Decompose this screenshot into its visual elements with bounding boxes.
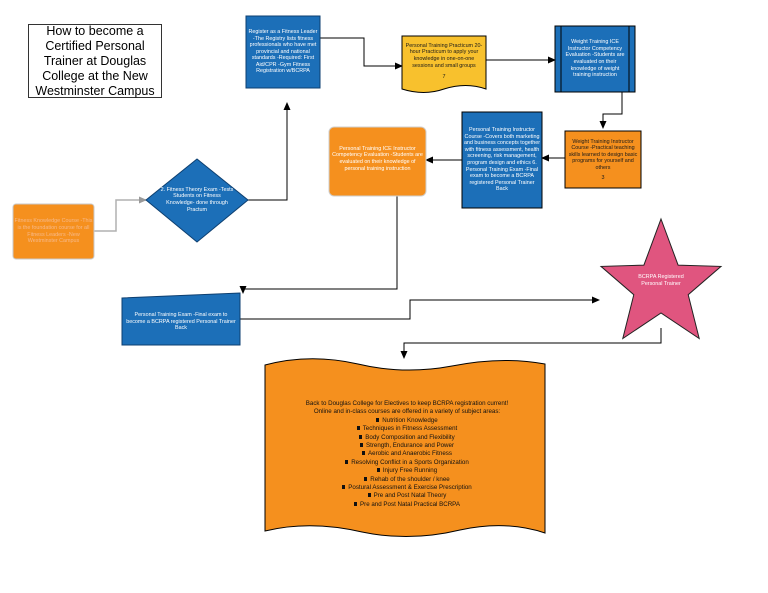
- weight-training-course-label: Weight Training Instructor Course -Pract…: [568, 138, 638, 171]
- weight-training-ice-node: [554, 25, 636, 93]
- practicum-document-node: [401, 35, 487, 93]
- pt-exam-node: [121, 292, 241, 346]
- theory-exam-label: 2. Fitness Theory Exam -Tests Students o…: [160, 186, 234, 213]
- bullet-icon: [342, 485, 346, 490]
- weight-training-course-node: [564, 130, 642, 189]
- fitness-knowledge-node: [12, 203, 95, 260]
- elective-item: Postural Assessment & Exercise Prescript…: [282, 484, 532, 492]
- connector-theory-to-register: [248, 102, 291, 201]
- elective-item: Body Composition and Flexibility: [282, 434, 532, 442]
- bullet-icon: [356, 426, 360, 431]
- elective-item: Aerobic and Anaerobic Fitness: [282, 450, 532, 458]
- elective-item: Strength, Endurance and Power: [282, 442, 532, 450]
- weight-training-ice-label: Weight Training ICE Instructor Competenc…: [565, 39, 625, 79]
- elective-item: Resolving Conflict in a Sports Organizat…: [282, 459, 532, 467]
- weight-training-course-number: 3: [601, 174, 605, 181]
- bullet-icon: [364, 476, 368, 481]
- diagram-title: How to become a Certified Personal Train…: [28, 24, 162, 98]
- register-node: [245, 15, 321, 89]
- pt-exam-label: Personal Training Exam -Final exam to be…: [126, 312, 236, 332]
- bullet-icon: [376, 468, 380, 473]
- practicum-number: 7: [442, 73, 446, 80]
- connector-pt-ice-to-pt-exam: [239, 196, 398, 294]
- connector-weight-ice-to-weight-course: [599, 92, 623, 129]
- connector-pt-exam-to-bcrpa: [240, 296, 600, 320]
- bcrpa-star: [599, 217, 723, 340]
- electives-intro-2: Online and in-class courses are offered …: [313, 408, 501, 416]
- connector-register-to-practicum: [320, 37, 403, 70]
- elective-item: Pre and Post Natal Practical BCRPA: [282, 501, 532, 509]
- elective-item: Rehab of the shoulder / knee: [282, 476, 532, 484]
- elective-item: Techniques in Fitness Assessment: [282, 425, 532, 433]
- pt-ice-node: [328, 126, 427, 197]
- electives-banner: [264, 358, 546, 537]
- pt-course-node: [461, 111, 543, 209]
- bullet-icon: [376, 417, 380, 422]
- electives-text: Back to Douglas College for Electives to…: [282, 400, 532, 509]
- bullet-icon: [362, 451, 366, 456]
- bullet-icon: [359, 443, 363, 448]
- theory-exam-diamond: [145, 158, 249, 243]
- bullet-icon: [359, 434, 363, 439]
- electives-intro: Back to Douglas College for Electives to…: [305, 400, 509, 407]
- bullet-icon: [345, 459, 349, 464]
- bullet-icon: [367, 493, 371, 498]
- register-label: Register as a Fitness Leader -The Regist…: [248, 28, 318, 75]
- elective-item: Nutrition Knowledge: [282, 417, 532, 425]
- pt-course-label: Personal Training Instructor Course -Cov…: [463, 127, 541, 193]
- fitness-knowledge-label: Fitness Knowledge Course -This is the fo…: [14, 218, 93, 245]
- bcrpa-label: BCRPA Registered Personal Trainer: [638, 274, 684, 287]
- elective-item: Pre and Post Natal Theory: [282, 492, 532, 500]
- bullet-icon: [354, 501, 358, 506]
- practicum-label: Personal Training Practicum 20-hour Prac…: [405, 42, 483, 69]
- connector-bcrpa-to-electives: [400, 328, 662, 359]
- connector-knowledge-to-theory: [94, 196, 147, 232]
- pt-ice-label: Personal Training ICE Instructor Compete…: [332, 145, 423, 172]
- elective-item: Injury Free Running: [282, 467, 532, 475]
